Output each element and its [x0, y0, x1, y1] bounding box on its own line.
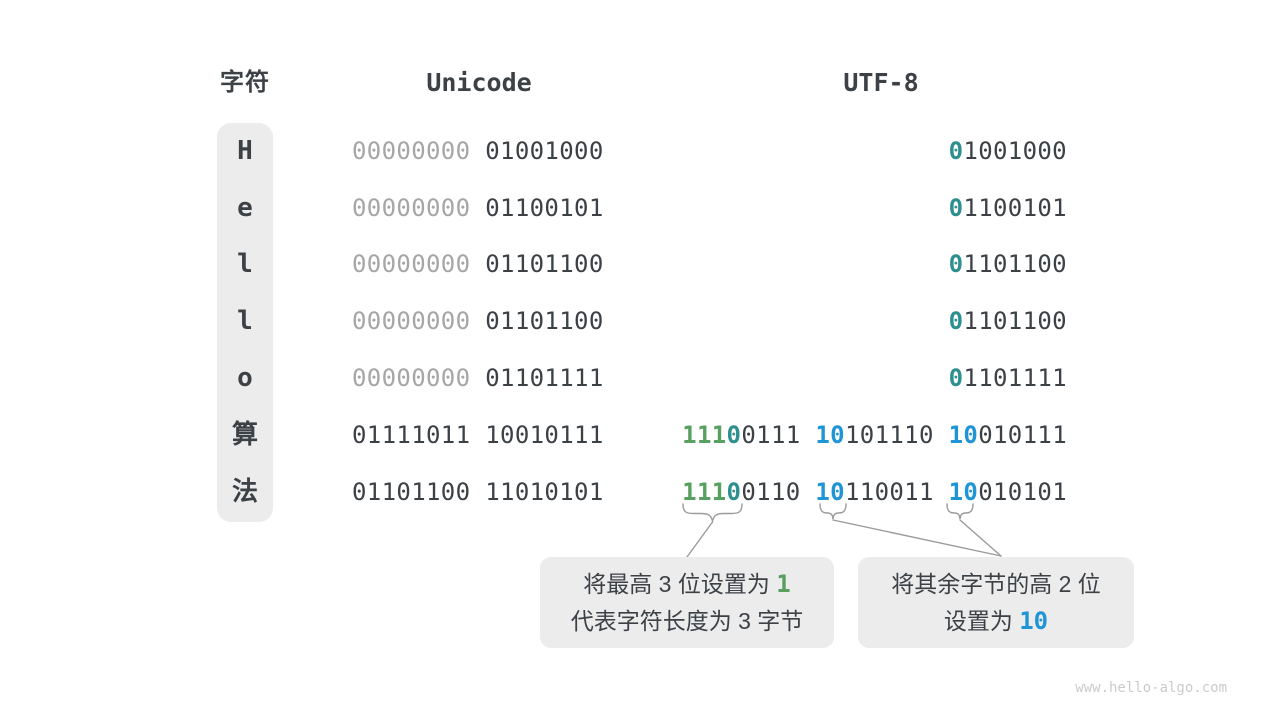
bit-segment: 10	[1019, 606, 1049, 635]
bit-segment	[470, 137, 485, 165]
bit-segment	[934, 478, 949, 506]
bit-segment: 110011	[844, 478, 934, 506]
utf8-value: 01101100	[949, 246, 1067, 282]
char-label: H	[237, 136, 253, 166]
bit-segment: 00000000	[352, 250, 471, 278]
bit-segment	[470, 364, 485, 392]
bit-segment: 101110	[844, 421, 934, 449]
bit-segment: 111	[682, 478, 727, 506]
bit-segment	[470, 307, 485, 335]
watermark: www.hello-algo.com	[1075, 680, 1227, 696]
unicode-value: 00000000 01101111	[352, 360, 604, 396]
bit-segment: 0	[948, 364, 964, 392]
bit-segment: 111	[682, 421, 727, 449]
callout-text-line: 代表字符长度为 3 字节	[540, 603, 834, 640]
bit-segment: 00000000	[352, 307, 471, 335]
bit-segment: 设置为	[943, 607, 1020, 634]
bit-segment: 0	[948, 137, 964, 165]
unicode-value: 01101100 11010101	[352, 474, 604, 510]
bit-segment: 10010111	[485, 421, 604, 449]
callout-text-line: 设置为 10	[858, 603, 1134, 640]
bit-segment: 10	[948, 478, 979, 506]
bit-segment: 0	[948, 307, 964, 335]
bit-segment: 0	[948, 194, 964, 222]
bit-segment	[470, 478, 485, 506]
bit-segment: 1101100	[963, 250, 1067, 278]
bit-segment: 将其余字节的高 2 位	[891, 570, 1101, 597]
bit-segment	[470, 194, 485, 222]
bit-segment: 代表字符长度为 3 字节	[570, 607, 804, 634]
bit-segment: 0	[726, 478, 742, 506]
bit-segment: 010101	[978, 478, 1067, 506]
utf8-value: 01100101	[949, 190, 1067, 226]
bit-segment: 1100101	[963, 194, 1067, 222]
char-label: e	[237, 193, 253, 223]
bit-segment: 1001000	[963, 137, 1067, 165]
connector-line-byte2-to-callout2	[959, 519, 1002, 557]
bit-segment: 将最高 3 位设置为	[583, 570, 777, 597]
bit-segment	[801, 478, 816, 506]
callout-3byte-prefix: 将最高 3 位设置为 1 代表字符长度为 3 字节	[540, 557, 834, 648]
utf8-value: 01001000	[949, 133, 1067, 169]
bit-segment	[801, 421, 816, 449]
bit-segment: 00000000	[352, 364, 471, 392]
column-header-utf8: UTF-8	[843, 68, 919, 97]
bit-segment: 0	[726, 421, 742, 449]
bit-segment: 00000000	[352, 194, 471, 222]
connector-line-to-callout1	[686, 521, 714, 558]
char-label: l	[237, 249, 253, 279]
bit-segment: 11010101	[485, 478, 604, 506]
unicode-value: 00000000 01100101	[352, 190, 604, 226]
bit-segment: 01101100	[485, 307, 604, 335]
callout-text-line: 将最高 3 位设置为 1	[540, 566, 834, 603]
bit-segment: 10	[948, 421, 979, 449]
bit-segment: 01101100	[485, 250, 604, 278]
bit-segment: 00000000	[352, 137, 471, 165]
unicode-value: 00000000 01101100	[352, 303, 604, 339]
char-label: 算	[231, 420, 258, 450]
utf8-value: 11100111 10101110 10010111	[682, 417, 1067, 453]
bit-segment	[934, 421, 949, 449]
char-label: o	[237, 363, 253, 393]
callout-continuation-prefix: 将其余字节的高 2 位设置为 10	[858, 557, 1134, 648]
column-header-unicode: Unicode	[426, 68, 532, 97]
callout-text-line: 将其余字节的高 2 位	[858, 566, 1134, 603]
bit-segment: 01111011	[352, 421, 471, 449]
bit-segment: 010111	[978, 421, 1067, 449]
character-column-background	[217, 123, 273, 522]
bit-segment: 0	[948, 250, 964, 278]
bit-segment: 1	[776, 569, 791, 598]
bit-segment: 1101100	[963, 307, 1067, 335]
bit-segment: 10	[815, 421, 845, 449]
bit-segment: 01101100	[352, 478, 471, 506]
bit-segment	[470, 421, 485, 449]
bit-segment: 01001000	[485, 137, 604, 165]
bit-segment: 01100101	[485, 194, 604, 222]
bit-segment: 1101111	[963, 364, 1067, 392]
bit-segment: 0110	[741, 478, 801, 506]
unicode-value: 00000000 01101100	[352, 246, 604, 282]
unicode-value: 00000000 01001000	[352, 133, 604, 169]
bit-segment: 01101111	[485, 364, 604, 392]
bit-segment: 0111	[741, 421, 801, 449]
unicode-value: 01111011 10010111	[352, 417, 604, 453]
bit-segment	[470, 250, 485, 278]
column-header-char: 字符	[220, 69, 270, 96]
char-label: 法	[231, 477, 258, 507]
utf8-value: 01101100	[949, 303, 1067, 339]
connector-line-byte1-to-callout2	[832, 519, 1002, 557]
utf8-value: 11100110 10110011 10010101	[682, 474, 1067, 510]
utf8-value: 01101111	[949, 360, 1067, 396]
bit-segment: 10	[815, 478, 845, 506]
char-label: l	[237, 306, 253, 336]
